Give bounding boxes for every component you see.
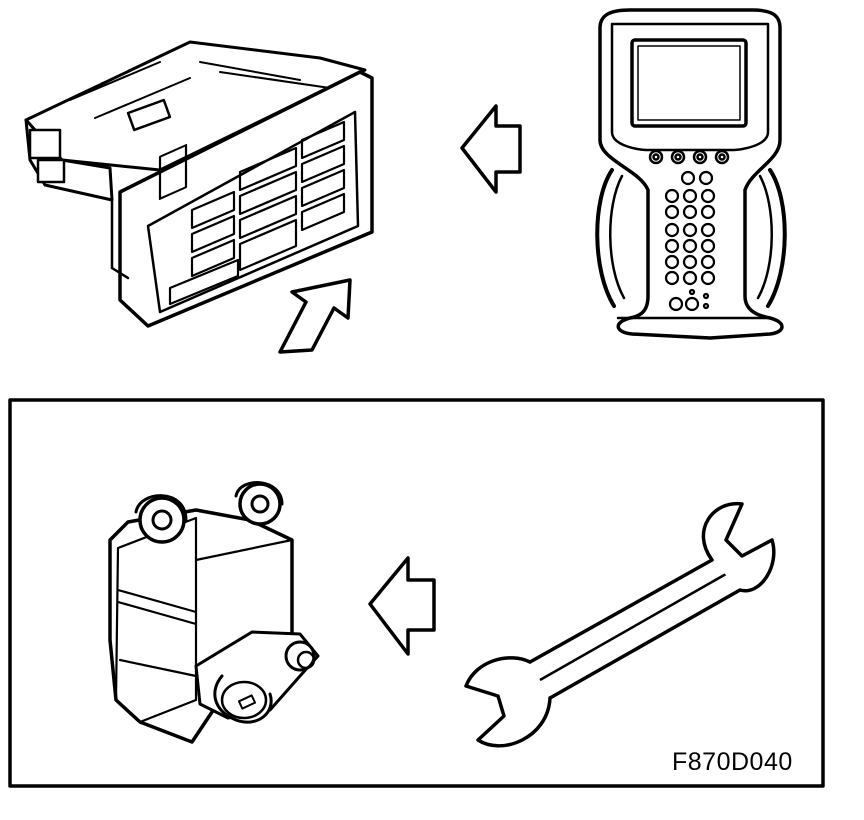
- figure-id-label: F870D040: [672, 748, 793, 776]
- climate-control-panel: [24, 40, 374, 328]
- open-end-wrench: [464, 501, 776, 748]
- left-arrow-icon: [368, 556, 436, 656]
- damper-actuator-motor: [108, 481, 320, 744]
- bottom-panel-frame: [8, 398, 825, 788]
- diagnostic-scan-tool: [595, 8, 787, 340]
- up-left-arrow-icon: [278, 278, 352, 354]
- left-arrow-icon: [460, 104, 522, 194]
